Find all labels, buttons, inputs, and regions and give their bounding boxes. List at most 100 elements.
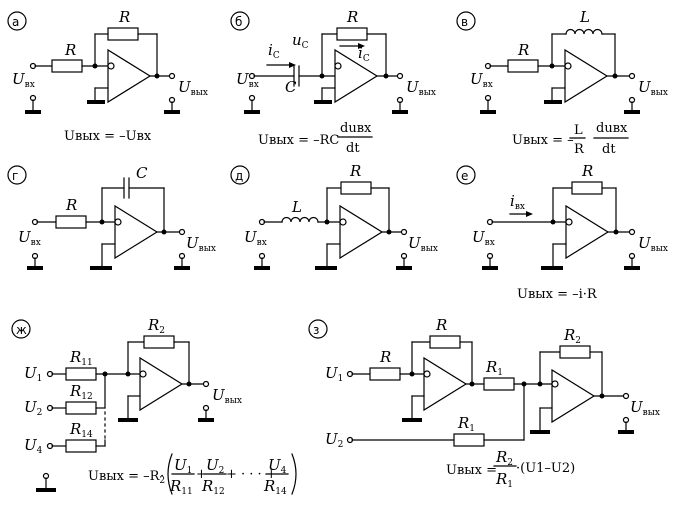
opamp xyxy=(114,204,159,260)
label-uin: Uвх xyxy=(472,228,495,248)
label-r14: R14 xyxy=(69,420,93,440)
formula-left: Uвых = –R2 xyxy=(88,469,165,486)
opamp xyxy=(139,356,184,412)
panel-z: з U1 R R R1 U2 R1 xyxy=(308,316,660,490)
label-r12: R12 xyxy=(69,382,93,402)
label-R: R xyxy=(581,162,593,180)
frac2-bottom: dt xyxy=(602,142,616,157)
svg-text:+: + xyxy=(196,467,207,482)
label-r2: R2 xyxy=(147,316,165,336)
resistor-R-feedback xyxy=(107,27,139,41)
resistor-R14 xyxy=(65,439,97,453)
resistor-R2 xyxy=(143,335,175,349)
formula: Uвых = –Uвх xyxy=(64,129,152,144)
output-terminal xyxy=(168,72,176,80)
resistor-R2 xyxy=(559,345,591,359)
panel-letter-circle xyxy=(7,11,27,31)
panel-b: б iC uC C R iC Uвых Uвх xyxy=(230,8,436,156)
label-uout: Uвых xyxy=(186,234,216,254)
label-uin: Uвх xyxy=(244,228,267,248)
label-R-in: R xyxy=(64,41,76,59)
inductor-L xyxy=(565,28,603,35)
label-u2: U2 xyxy=(325,430,343,450)
label-r1-b: R1 xyxy=(457,414,475,434)
panel-letter: а xyxy=(12,15,19,29)
label-r1-a: R1 xyxy=(485,358,503,378)
label-uout: Uвых xyxy=(178,78,208,98)
label-uout: Uвых xyxy=(406,78,436,98)
label-R: R xyxy=(65,196,77,214)
panel-a: а R R Uвых Uвх Uвых = –Uвх xyxy=(7,8,208,144)
opamp xyxy=(339,204,384,260)
formula-left: Uвых = xyxy=(446,463,497,478)
resistor-R1-b xyxy=(453,433,485,447)
frac-top: duвх xyxy=(340,121,372,136)
frac1-top: L xyxy=(574,123,583,138)
panel-letter: г xyxy=(12,169,18,183)
resistor-R xyxy=(507,59,539,73)
label-uin: Uвх xyxy=(12,70,35,90)
opamp xyxy=(334,48,379,104)
panel-v: в R L Uвых Uвх Uвых = – L R duвх d xyxy=(456,8,668,157)
label-R-in: R xyxy=(379,348,391,366)
label-uout: Uвых xyxy=(638,78,668,98)
resistor-R11 xyxy=(65,367,97,381)
label-uin: Uвх xyxy=(18,228,41,248)
label-L: L xyxy=(579,8,590,26)
term2-bottom: R12 xyxy=(201,477,225,497)
resistor-R1-a xyxy=(483,377,515,391)
panel-letter: б xyxy=(235,15,242,29)
label-R-fb: R xyxy=(435,316,447,334)
resistor-R12 xyxy=(65,401,97,415)
label-u4: U4 xyxy=(24,436,43,456)
term2-top: U2 xyxy=(206,456,224,476)
resistor-R xyxy=(55,215,87,229)
resistor-R-feedback xyxy=(429,335,461,349)
panel-letter: з xyxy=(313,323,319,337)
panel-letter: в xyxy=(461,15,468,29)
label-ic-fb: iC xyxy=(358,44,370,64)
svg-text:·: · xyxy=(160,469,164,484)
paren-right xyxy=(291,453,297,495)
label-uin: Uвх xyxy=(470,70,493,90)
resistor-R-feedback xyxy=(340,181,372,195)
paren-left xyxy=(167,453,173,495)
label-iin: iвх xyxy=(510,192,525,212)
label-u1: U1 xyxy=(325,364,343,384)
frac-bottom: dt xyxy=(346,141,360,156)
label-ic: iC xyxy=(268,41,280,61)
panel-zh: ж U1 R11 U2 R12 U4 R14 R2 xyxy=(11,316,297,497)
label-L: L xyxy=(291,198,302,216)
label-uout: Uвых xyxy=(630,398,660,418)
formula-dots: + · · · + xyxy=(226,467,277,482)
label-C: C xyxy=(136,164,148,182)
label-uin: Uвх xyxy=(236,70,259,90)
label-R: R xyxy=(346,8,358,26)
label-uout: Uвых xyxy=(408,234,438,254)
label-R: R xyxy=(517,41,529,59)
label-u1: U1 xyxy=(24,364,42,384)
resistor-R-feedback xyxy=(571,181,603,195)
frac-top: R2 xyxy=(495,448,513,468)
opamp-1 xyxy=(423,356,468,412)
panel-g: г R C Uвых Uвх xyxy=(7,164,216,270)
label-u2: U2 xyxy=(24,398,42,418)
term1-top: U1 xyxy=(174,456,192,476)
term1-bottom: R11 xyxy=(169,477,193,497)
formula-right: ·(U1–U2) xyxy=(516,461,575,476)
inductor-L xyxy=(281,216,319,223)
panel-e: е iвх R Uвых Uвх Uвых = –i·R xyxy=(456,162,668,302)
label-C: C xyxy=(285,78,297,96)
panel-letter: д xyxy=(235,169,243,183)
label-r11: R11 xyxy=(69,348,93,368)
opamp xyxy=(564,48,609,104)
opamp xyxy=(107,48,152,104)
formula-left: Uвых = –RC xyxy=(258,133,339,148)
opamp xyxy=(565,204,610,260)
frac-bottom: R1 xyxy=(495,470,513,490)
panel-letter: ж xyxy=(16,323,27,337)
resistor-R xyxy=(369,367,401,381)
panel-letter: е xyxy=(461,169,468,183)
label-uout: Uвых xyxy=(212,386,242,406)
label-uout: Uвых xyxy=(638,234,668,254)
